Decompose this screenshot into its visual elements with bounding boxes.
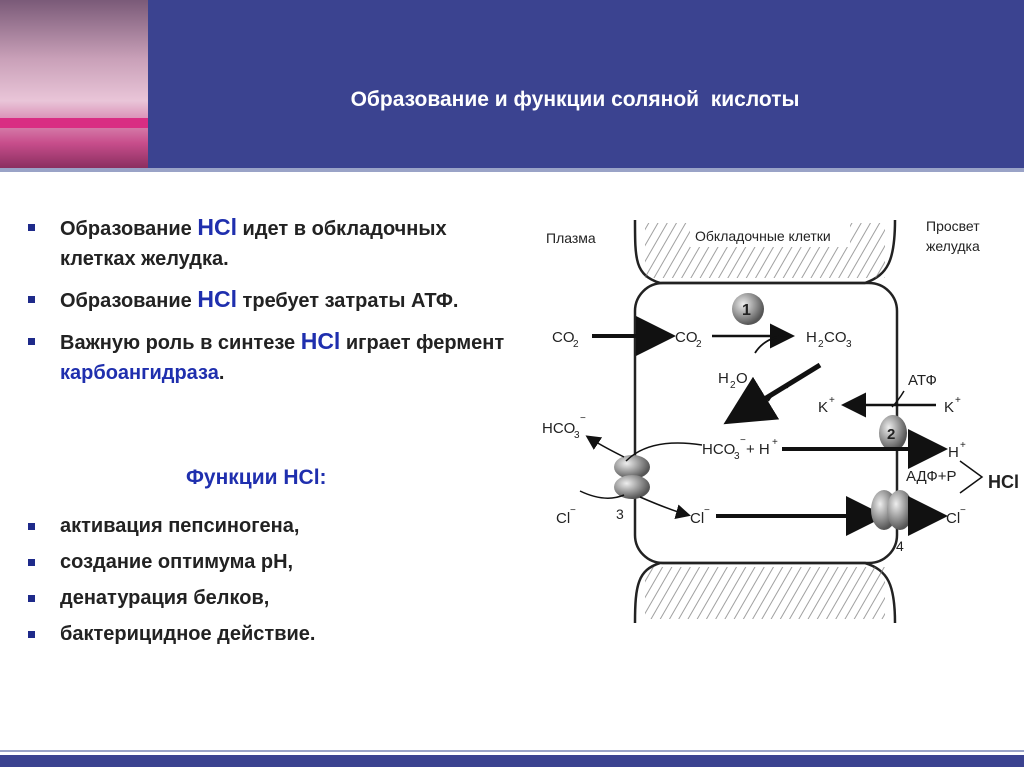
bullet-item: Важную роль в синтезе HCl играет фермент… [20,326,520,388]
bullet-item: Образование HCl требует затраты АТФ. [20,284,520,316]
footer-bar [0,755,1024,767]
header-strip [0,168,1024,172]
svg-text:−: − [704,505,710,516]
svg-text:Cl: Cl [690,510,704,527]
flask-image [0,0,148,168]
hcl-label: HCl [988,472,1019,492]
bullet-list: Образование HCl идет в обкладочных клетк… [20,212,520,388]
svg-text:3: 3 [846,339,852,350]
svg-text:CO: CO [675,329,698,346]
svg-text:+ H: + H [746,441,770,458]
enzyme-1-number: 1 [742,302,751,319]
svg-text:K: K [944,399,954,416]
lumen-label-2: желудка [926,238,980,254]
bullet-marker [28,296,35,303]
svg-text:+: + [829,395,835,406]
channel-4-right [887,490,913,530]
svg-text:−: − [570,505,576,516]
svg-text:4: 4 [896,538,904,554]
bullet-marker [28,338,35,345]
svg-text:H: H [948,444,959,461]
lower-hatch [645,567,885,619]
function-item: создание оптимума pH, [20,544,520,580]
svg-text:−: − [580,413,586,424]
function-item: активация пепсиногена, [20,508,520,544]
svg-text:3: 3 [574,430,580,441]
svg-text:K: K [818,399,828,416]
cells-label: Обкладочные клетки [695,228,831,244]
bullet-marker [28,224,35,231]
functions-list: активация пепсиногена, создание оптимума… [20,508,520,652]
svg-text:Cl: Cl [946,510,960,527]
svg-text:3: 3 [616,506,624,522]
svg-text:O: O [736,370,748,387]
plasma-label: Плазма [546,230,596,246]
svg-text:CO: CO [552,329,575,346]
svg-text:2: 2 [696,339,702,350]
exchanger-3-bottom [614,475,650,499]
svg-text:АТФ: АТФ [908,372,937,389]
bullet-item: Образование HCl идет в обкладочных клетк… [20,212,520,274]
svg-text:2: 2 [887,426,895,443]
functions-title: Функции HCl: [186,466,327,490]
footer-line [0,750,1024,752]
svg-text:CO: CO [824,329,847,346]
svg-text:HCO: HCO [542,420,575,437]
svg-text:Cl: Cl [556,510,570,527]
svg-text:2: 2 [573,339,579,350]
svg-text:+: + [960,440,966,451]
slide-title: Образование и функции соляной кислоты [150,88,1000,112]
parietal-cell-outline [635,283,897,563]
svg-text:HCO: HCO [702,441,735,458]
svg-text:АДФ+Р: АДФ+Р [906,468,957,485]
lumen-label-1: Просвет [926,218,980,234]
function-item: бактерицидное действие. [20,616,520,652]
svg-text:H: H [718,370,729,387]
svg-text:+: + [772,437,778,448]
svg-text:3: 3 [734,451,740,462]
header-bar [0,0,1024,168]
svg-text:−: − [960,505,966,516]
hcl-formation-diagram: Плазма Обкладочные клетки Просвет желудк… [520,205,1020,635]
svg-text:+: + [955,395,961,406]
svg-text:H: H [806,329,817,346]
function-item: денатурация белков, [20,580,520,616]
